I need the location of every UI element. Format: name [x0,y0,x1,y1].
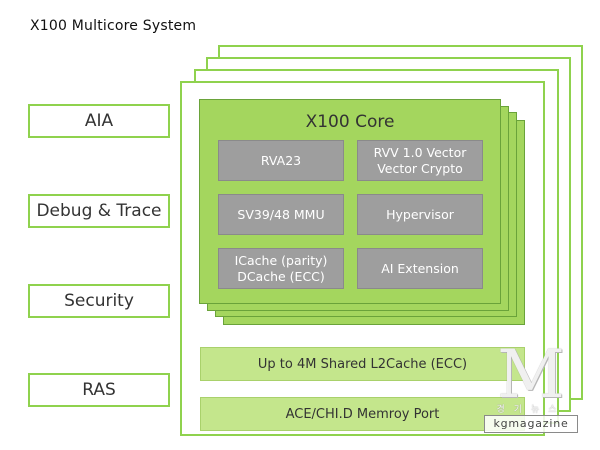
core-feature-line: Vector Crypto [377,160,463,176]
core-feature-vector: RVV 1.0 Vector Vector Crypto [357,140,483,181]
core-feature-line: AI Extension [381,260,459,276]
core-feature-line: RVV 1.0 Vector [373,144,467,160]
core-title: X100 Core [305,112,395,132]
watermark-logo: M 경기뉴스 kgmagazine [484,340,578,436]
core-feature-line: ICache (parity) [234,252,328,268]
core-feature-ai-extension: AI Extension [357,248,483,289]
side-block-label: AIA [84,111,114,131]
core-feature-mmu: SV39/48 MMU [218,194,344,235]
side-block-ras: RAS [28,373,170,407]
core-feature-line: Hypervisor [386,206,454,222]
side-block-label: RAS [82,380,116,400]
core-feature-rva23: RVA23 [218,140,344,181]
watermark-korean: 경기뉴스 [496,405,566,415]
core-feature-hypervisor: Hypervisor [357,194,483,235]
side-block-label: Security [64,291,134,311]
side-block-label: Debug & Trace [36,201,162,221]
watermark-name: kgmagazine [484,415,578,433]
watermark-letter: M [497,336,565,413]
side-block-security: Security [28,284,170,318]
l2cache-bar: Up to 4M Shared L2Cache (ECC) [200,347,525,381]
memory-port-label: ACE/CHI.D Memroy Port [285,406,440,422]
side-block-debug-trace: Debug & Trace [28,194,170,228]
memory-port-bar: ACE/CHI.D Memroy Port [200,397,525,431]
core-feature-line: RVA23 [260,152,302,168]
diagram-title: X100 Multicore System [30,18,197,34]
side-block-aia: AIA [28,104,170,138]
l2cache-label: Up to 4M Shared L2Cache (ECC) [257,356,468,372]
core-feature-cache: ICache (parity) DCache (ECC) [218,248,344,289]
core-feature-line: SV39/48 MMU [237,206,325,222]
core-feature-line: DCache (ECC) [237,268,325,284]
